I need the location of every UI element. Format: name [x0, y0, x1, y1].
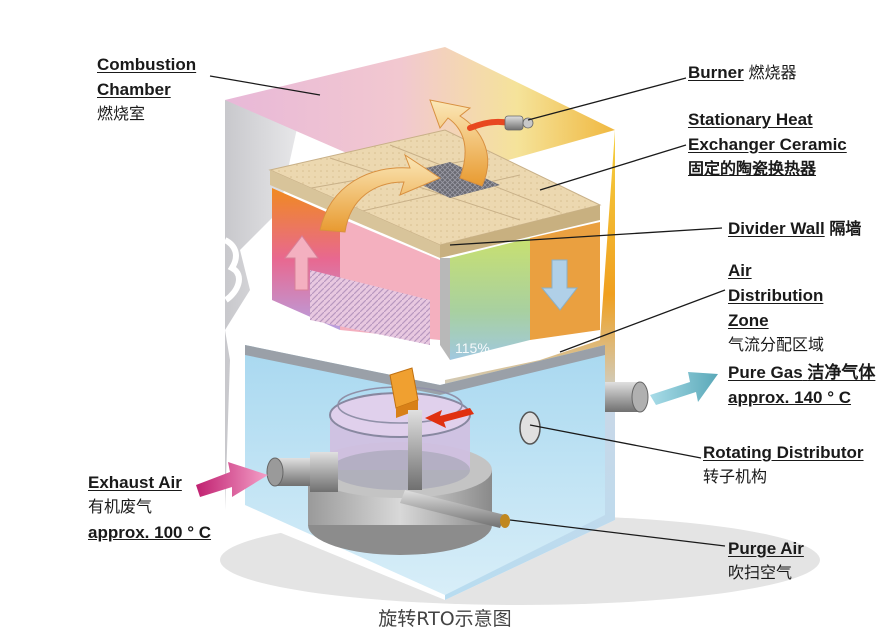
- rotating-distributor-nozzle: [519, 411, 541, 445]
- pure-gas-arrow: [650, 372, 718, 405]
- label-air-distribution: Air Distribution Zone 气流分配区域: [728, 258, 824, 358]
- label-rotating-distributor: Rotating Distributor 转子机构: [703, 440, 890, 490]
- label-burner: Burner 燃烧器: [688, 60, 796, 86]
- burner: [467, 115, 534, 131]
- combustion-flow-arrow-left: [319, 153, 442, 233]
- label-divider-cn: 隔墙: [829, 221, 862, 238]
- downflow-arrow: [540, 259, 579, 311]
- label-airdist-cn: 气流分配区域: [728, 337, 825, 354]
- label-burner-en: Burner: [688, 63, 744, 82]
- label-pure-gas: Pure Gas 洁净气体 approx. 140 ° C: [728, 360, 890, 410]
- label-combustion-cn: 燃烧室: [97, 106, 146, 123]
- label-pure-en: Pure Gas: [728, 363, 803, 382]
- leader-lines: [209, 75, 726, 547]
- label-exhaust-temp: approx. 100 ° C: [88, 523, 212, 542]
- cool-chamber: [450, 238, 530, 360]
- label-heat-exchanger: Stationary Heat Exchanger Ceramic 固定的陶瓷换…: [688, 107, 847, 182]
- pure-gas-outlet-pipe: [605, 372, 718, 413]
- label-airdist-en3: Zone: [728, 311, 769, 330]
- exhaust-air-arrow: [196, 462, 268, 497]
- label-purge-en: Purge Air: [728, 539, 804, 558]
- rotating-distributor: [308, 367, 510, 555]
- label-rotating-en: Rotating Distributor: [703, 443, 864, 462]
- label-combustion-en1: Combustion: [97, 55, 197, 74]
- label-burner-cn: 燃烧器: [748, 65, 797, 82]
- label-purge-air: Purge Air 吹扫空气: [728, 536, 804, 586]
- divider-wall: [440, 258, 450, 360]
- label-exhaust-air: Exhaust Air 有机废气 approx. 100 ° C: [88, 470, 211, 545]
- label-combustion-en2: Chamber: [97, 80, 171, 99]
- label-pure-temp: approx. 140 ° C: [728, 388, 852, 407]
- label-exchanger-cn: 固定的陶瓷换热器: [688, 161, 817, 178]
- label-rotating-cn: 转子机构: [703, 469, 768, 486]
- label-divider-wall: Divider Wall 隔墙: [728, 216, 861, 242]
- label-exchanger-en2: Exchanger Ceramic: [688, 135, 847, 154]
- label-exchanger-en1: Stationary Heat: [688, 110, 813, 129]
- combustion-flow-arrow-right: [429, 99, 489, 187]
- label-pure-cn: 洁净气体: [807, 363, 876, 382]
- label-airdist-en2: Distribution: [728, 286, 824, 305]
- exhaust-inlet-pipe: [196, 452, 338, 497]
- combustion-chamber: [225, 47, 615, 185]
- label-purge-cn: 吹扫空气: [728, 565, 793, 582]
- label-divider-en: Divider Wall: [728, 219, 825, 238]
- label-exhaust-cn: 有机废气: [88, 499, 153, 516]
- label-pure-gas-line: Pure Gas 洁净气体: [728, 360, 890, 385]
- label-exhaust-en: Exhaust Air: [88, 473, 182, 492]
- label-airdist-en1: Air: [728, 261, 752, 280]
- zoom-level-badge: 115%: [455, 340, 490, 356]
- label-combustion-chamber: Combustion Chamber 燃烧室: [97, 52, 196, 127]
- figure-caption: 旋转RTO示意图: [378, 608, 512, 630]
- upflow-arrow: [283, 235, 319, 291]
